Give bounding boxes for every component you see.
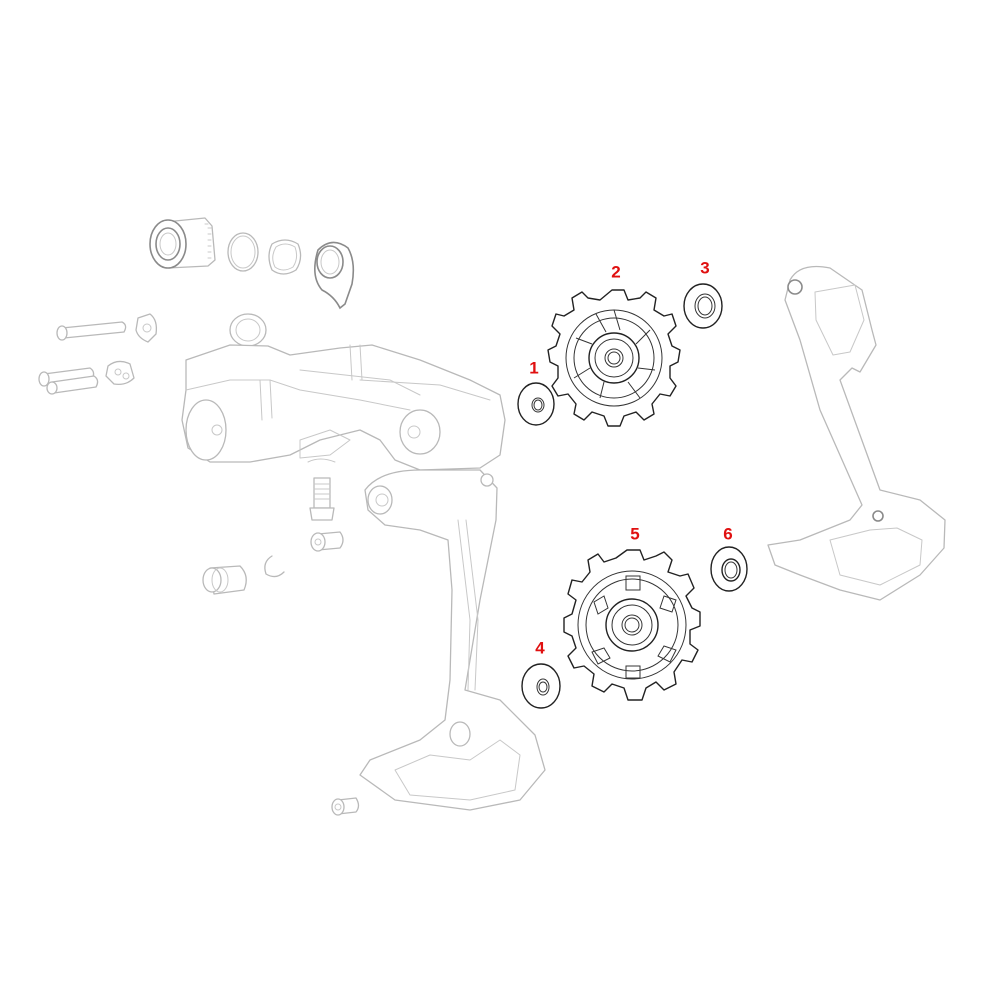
part-5-lower-pulley xyxy=(563,549,701,701)
callout-3: 3 xyxy=(700,258,710,278)
callout-5: 5 xyxy=(630,524,640,544)
part-3-washer xyxy=(683,283,723,329)
part-6-washer xyxy=(710,546,748,592)
callout-2: 2 xyxy=(611,262,621,282)
round-ring xyxy=(227,232,259,272)
callout-4: 4 xyxy=(535,638,545,658)
pin-bolts xyxy=(38,321,127,395)
small-bracket-2 xyxy=(105,360,135,386)
square-ring xyxy=(268,239,302,275)
small-bracket-1 xyxy=(135,313,158,343)
callout-1: 1 xyxy=(529,358,539,378)
e-clip xyxy=(264,555,285,578)
lower-cage-bolt xyxy=(331,797,360,816)
derailleur-body xyxy=(181,313,506,471)
callout-6: 6 xyxy=(723,524,733,544)
part-2-upper-pulley xyxy=(547,289,681,427)
hanger-adapter xyxy=(314,241,355,310)
mounting-bolt xyxy=(149,217,216,269)
part-4-washer xyxy=(521,663,561,709)
cable-plug xyxy=(202,565,247,595)
outer-cage xyxy=(359,469,546,811)
inner-cage xyxy=(767,265,946,601)
cage-bolt xyxy=(307,458,336,521)
small-pivot xyxy=(310,531,344,552)
part-1-washer xyxy=(517,382,555,426)
